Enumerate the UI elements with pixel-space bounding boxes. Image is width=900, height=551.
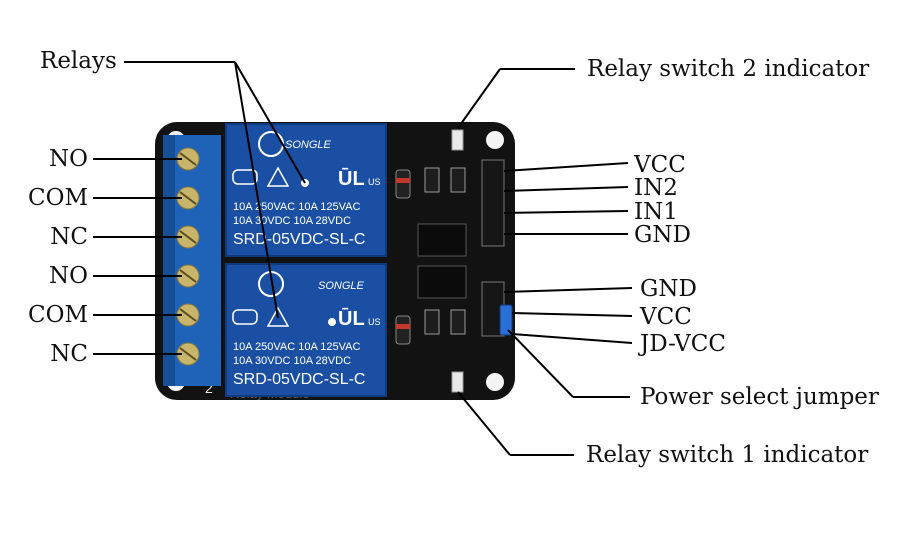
svg-text:ŪL: ŪL <box>338 308 365 330</box>
relay-rating-2: 10A 30VDC 10A 28VDC <box>233 355 351 367</box>
power-select-jumper-label: Power select jumper <box>640 384 879 410</box>
callout-power-select-jumper: Power select jumper <box>507 329 879 410</box>
left-terminal-labels: NO COM NC NO COM NC <box>28 146 182 367</box>
relay-switch-2-indicator-label: Relay switch 2 indicator <box>587 56 869 82</box>
relay-switch-1-indicator-label: Relay switch 1 indicator <box>586 442 868 468</box>
pin-label: JD-VCC <box>638 331 726 357</box>
relay-brand: SONGLE <box>318 280 365 292</box>
terminal-label: COM <box>28 185 88 211</box>
relay-top: SONGLE ŪL US 10A 250VAC 10A 125VAC 10A 3… <box>225 123 387 257</box>
callout-relay-switch-1-indicator: Relay switch 1 indicator <box>457 391 868 468</box>
pin-label: VCC <box>633 152 686 178</box>
callout-relay-switch-2-indicator: Relay switch 2 indicator <box>457 56 869 129</box>
relays-label: Relays <box>40 48 117 74</box>
pin-label: VCC <box>639 304 692 330</box>
terminal-label: COM <box>28 302 88 328</box>
relay-rating-2: 10A 30VDC 10A 28VDC <box>233 215 351 227</box>
svg-text:ŪL: ŪL <box>338 168 365 190</box>
relay-rating-1: 10A 250VAC 10A 125VAC <box>233 341 360 353</box>
terminal-block-bottom <box>163 258 221 386</box>
terminal-label: NO <box>49 146 88 172</box>
relay-us-mark: US <box>368 317 381 327</box>
callout-relays: Relays <box>40 48 306 319</box>
relay-model: SRD-05VDC-SL-C <box>233 371 365 388</box>
relay-us-mark: US <box>368 177 381 187</box>
pin-label: GND <box>640 276 697 302</box>
terminal-label: NC <box>50 341 88 367</box>
pin-label: GND <box>634 222 691 248</box>
pin-label: IN2 <box>634 175 678 201</box>
relay-rating-1: 10A 250VAC 10A 125VAC <box>233 201 360 213</box>
board-components <box>395 129 513 393</box>
terminal-label: NC <box>50 224 88 250</box>
right-pin-labels-top: VCC IN2 IN1 GND <box>503 152 691 248</box>
pin-label: IN1 <box>634 199 678 225</box>
terminal-label: NO <box>49 263 88 289</box>
svg-text:2: 2 <box>205 380 213 396</box>
relay-brand: SONGLE <box>285 139 332 151</box>
relay-model: SRD-05VDC-SL-C <box>233 231 365 248</box>
relay-bottom: SONGLE ŪL US 10A 250VAC 10A 125VAC 10A 3… <box>225 263 387 397</box>
right-pin-labels-bottom: GND VCC JD-VCC <box>503 276 726 357</box>
